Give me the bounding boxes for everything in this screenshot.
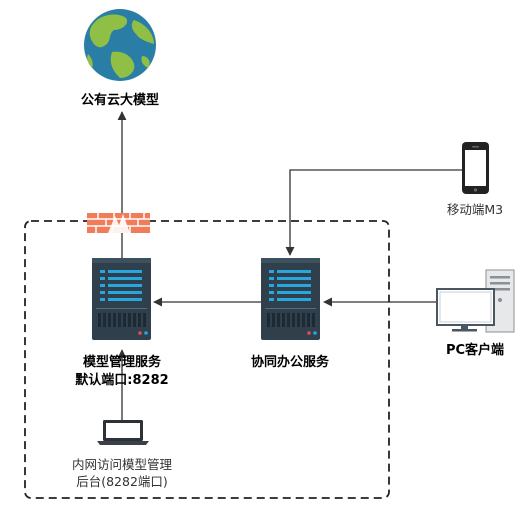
desktop-pc-icon (436, 269, 515, 333)
mobile-label: 移动端M3 (446, 202, 504, 217)
server-icon-office (261, 258, 320, 340)
smartphone-icon (462, 142, 489, 194)
cloud-label: 公有云大模型 (80, 93, 159, 108)
laptop-label-line2: 后台(8282端口) (76, 474, 168, 489)
server-icon-model (92, 258, 151, 340)
pc-client-label: PC客户端 (445, 343, 505, 358)
globe-icon (84, 9, 156, 81)
model-server-port-label: 默认端口:8282 (75, 373, 169, 388)
firewall-icon (87, 213, 150, 233)
model-server-label: 模型管理服务 (82, 355, 161, 370)
internal-network-boundary (24, 220, 390, 499)
office-server-label: 协同办公服务 (250, 355, 329, 370)
connector-mobile-to-office (285, 169, 462, 256)
laptop-label-line1: 内网访问模型管理 (71, 457, 172, 472)
laptop-icon (97, 420, 149, 445)
connectors (117, 111, 462, 420)
